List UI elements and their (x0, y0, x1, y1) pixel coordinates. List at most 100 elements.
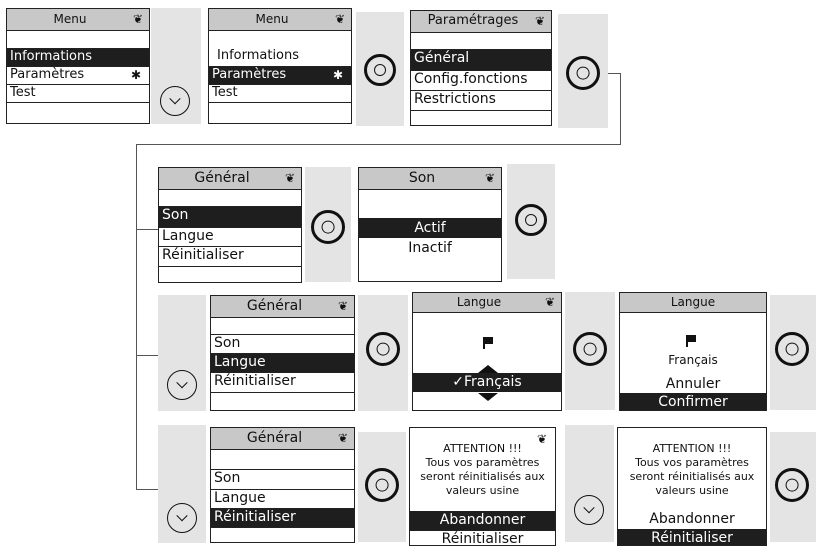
button-panel (356, 12, 404, 126)
warning-line: Tous vos paramètres (425, 456, 540, 469)
attention-option-reinitialiser[interactable]: Réinitialiser (410, 530, 555, 545)
button-panel (770, 432, 816, 542)
screen-title: Langue (456, 295, 502, 309)
menu-item-informations[interactable]: Informations (7, 48, 149, 66)
screen-title: Paramétrages (427, 13, 519, 28)
down-arrow-button[interactable] (574, 495, 604, 525)
langue-selector-screen: Langue ❦ ✓Français (412, 292, 562, 411)
parametrages-item-config-fonctions[interactable]: Config.fonctions (411, 70, 551, 90)
down-arrow-button[interactable] (160, 86, 190, 116)
general-screen-reinitialiser-selected: Général ❦ Son Langue Réinitialiser (210, 427, 355, 543)
screen-header: Général ❦ (211, 296, 354, 318)
general-item-langue[interactable]: Langue (211, 489, 354, 508)
son-option-actif[interactable]: Actif (359, 218, 501, 238)
general-item-langue[interactable]: Langue (159, 227, 301, 246)
button-panel (158, 295, 206, 411)
button-panel (565, 425, 614, 542)
warning-line: seront réinitialisés aux (420, 470, 545, 483)
connector-line (136, 229, 158, 230)
leaf-icon: ❦ (337, 431, 348, 445)
langue-confirm-screen: Langue Français Annuler Confirmer (619, 292, 767, 411)
langue-option-confirmer[interactable]: Confirmer (620, 393, 766, 410)
down-arrow-button[interactable] (167, 370, 197, 400)
warning-line: ATTENTION !!! (443, 442, 522, 455)
connector-line (136, 489, 158, 490)
attention-screen-abandonner-selected: ❦ ATTENTION !!! Tous vos paramètres sero… (409, 427, 556, 546)
leaf-icon: ❦ (132, 12, 143, 26)
menu-item-test[interactable]: Test (209, 84, 351, 102)
ok-button[interactable] (515, 204, 547, 236)
general-item-reinitialiser[interactable]: Réinitialiser (211, 508, 354, 527)
gear-icon: ✱ (332, 68, 343, 82)
leaf-icon: ❦ (536, 432, 547, 446)
general-item-reinitialiser[interactable]: Réinitialiser (159, 246, 301, 266)
attention-screen-reinitialiser-selected: ATTENTION !!! Tous vos paramètres seront… (617, 427, 767, 546)
general-empty-row (211, 392, 354, 410)
general-item-son[interactable]: Son (159, 206, 301, 227)
down-arrow-button[interactable] (167, 503, 197, 533)
screen-title: Langue (670, 295, 716, 309)
menu-item-parametres[interactable]: Paramètres ✱ (209, 66, 351, 84)
screen-header: Langue ❦ (413, 293, 561, 313)
son-option-inactif[interactable]: Inactif (408, 240, 452, 256)
warning-line: ATTENTION !!! (652, 442, 732, 455)
menu-item-label: Paramètres (10, 67, 85, 82)
menu-item-informations[interactable]: Informations (217, 48, 300, 63)
menu-item-parametres[interactable]: Paramètres ✱ (7, 66, 149, 84)
parametrages-screen: Paramétrages ❦ Général Config.fonctions … (410, 10, 552, 126)
button-panel (558, 14, 608, 128)
ok-button[interactable] (566, 56, 600, 90)
leaf-icon: ❦ (334, 12, 345, 26)
screen-title: Général (246, 430, 303, 446)
down-arrow-icon[interactable] (478, 393, 498, 401)
connector-line (607, 73, 621, 74)
screen-header: Menu ❦ (209, 9, 351, 31)
screen-header: Paramétrages ❦ (411, 11, 551, 33)
general-item-langue[interactable]: Langue (211, 353, 354, 372)
button-panel (507, 164, 555, 279)
check-icon: ✓ (452, 374, 465, 390)
general-item-son[interactable]: Son (211, 334, 354, 353)
flag-icon (483, 337, 495, 349)
screen-header: Général ❦ (159, 168, 301, 190)
ok-button[interactable] (775, 332, 809, 366)
warning-line: valeurs usine (445, 484, 520, 497)
menu-item-test[interactable]: Test (7, 84, 149, 102)
screen-title: Général (246, 298, 303, 314)
up-arrow-icon[interactable] (478, 365, 498, 373)
ok-button[interactable] (365, 468, 399, 502)
screen-header: Langue (620, 293, 766, 313)
screen-title: Général (194, 170, 250, 186)
leaf-icon: ❦ (534, 14, 545, 28)
general-screen-son-selected: Général ❦ Son Langue Réinitialiser (158, 167, 302, 283)
general-screen-langue-selected: Général ❦ Son Langue Réinitialiser (210, 295, 355, 411)
flag-icon (686, 335, 698, 347)
attention-option-reinitialiser[interactable]: Réinitialiser (618, 529, 766, 545)
button-panel (158, 425, 206, 543)
attention-option-abandonner[interactable]: Abandonner (649, 511, 735, 527)
ok-button[interactable] (364, 54, 396, 86)
screen-title: Son (408, 170, 436, 186)
parametrages-empty-row (411, 110, 551, 125)
parametrages-item-restrictions[interactable]: Restrictions (411, 90, 551, 110)
langue-option-francais[interactable]: ✓Français (413, 373, 561, 392)
connector-line (136, 144, 621, 145)
ok-button[interactable] (573, 332, 607, 366)
warning-line: valeurs usine (655, 484, 729, 497)
attention-option-abandonner[interactable]: Abandonner (410, 511, 555, 530)
general-empty-row (211, 527, 354, 542)
general-item-reinitialiser[interactable]: Réinitialiser (211, 372, 354, 392)
ok-button[interactable] (311, 210, 345, 244)
langue-label: Français (464, 374, 522, 390)
menu-item-label: Paramètres (212, 67, 287, 82)
leaf-icon: ❦ (544, 295, 555, 309)
ok-button[interactable] (366, 332, 400, 366)
parametrages-item-general[interactable]: Général (411, 49, 551, 70)
button-panel (770, 295, 816, 410)
gear-icon: ✱ (130, 68, 141, 82)
general-item-son[interactable]: Son (211, 469, 354, 489)
connector-line (136, 355, 158, 356)
menu-empty-row (209, 102, 351, 122)
langue-option-annuler[interactable]: Annuler (665, 376, 721, 392)
ok-button[interactable] (775, 468, 809, 502)
